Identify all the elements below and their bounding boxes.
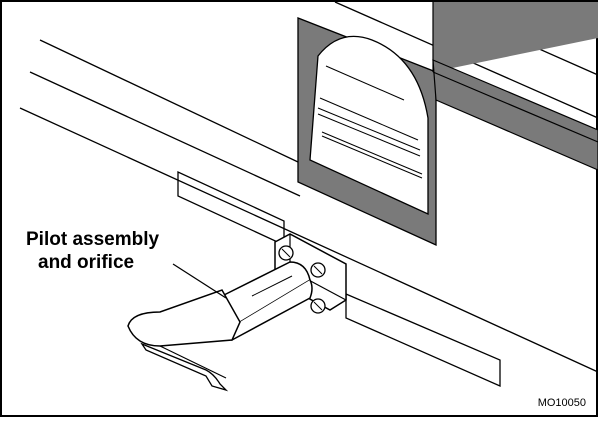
callout-label-line2: and orifice xyxy=(38,252,135,273)
pilot-assembly-illustration xyxy=(127,233,347,392)
callout-leader-line xyxy=(172,263,227,299)
window-glare-lines xyxy=(317,65,423,179)
burner-opening-illustration xyxy=(297,2,598,247)
callout-label-line1: Pilot assembly xyxy=(26,229,160,250)
figure-code: MO10050 xyxy=(537,397,586,409)
